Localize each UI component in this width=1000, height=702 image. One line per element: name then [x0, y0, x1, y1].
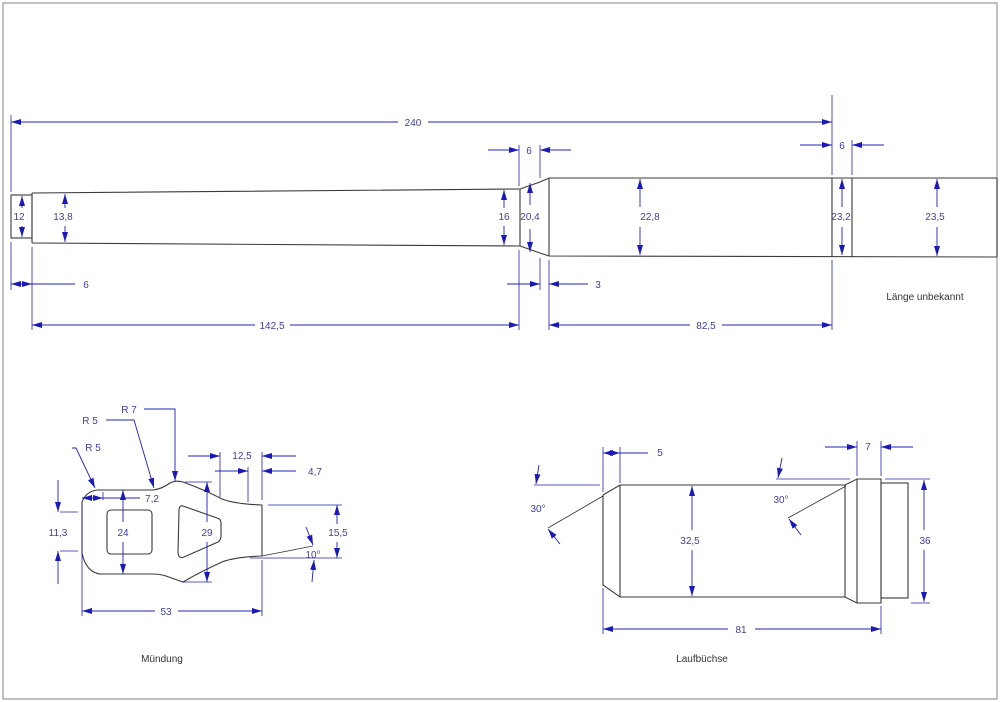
dim-muzzle-7-2: 7,2 [145, 494, 159, 505]
dim-stub-length: 6 [83, 280, 89, 291]
dim-muzzle-15-5: 15,5 [328, 528, 348, 539]
dim-muzzle-r5-upper: R 5 [82, 416, 98, 427]
liner-title: Laufbüchse [676, 654, 728, 665]
dim-muzzle-11-3: 11,3 [49, 528, 68, 539]
dim-ring-length: 6 [839, 141, 845, 152]
muzzle-trapezoid-hole [177, 505, 222, 558]
dim-stub-diameter: 12 [13, 212, 25, 223]
muzzle-outline [81, 480, 263, 583]
dim-cone-diameter: 20,4 [520, 212, 540, 223]
length-unknown-note: Länge unbekannt [886, 292, 964, 303]
muzzle-title: Mündung [141, 654, 183, 665]
dim-total-length: 240 [405, 118, 422, 129]
dim-taper-end-diameter: 16 [498, 212, 510, 223]
dim-muzzle-r7: R 7 [121, 405, 137, 416]
dim-start-diameter: 13,8 [53, 212, 73, 223]
dim-muzzle-12-5: 12,5 [232, 451, 252, 462]
dim-chamber-length: 82,5 [696, 321, 716, 332]
muzzle-square-hole [106, 509, 153, 555]
dim-liner-chamfer-length: 5 [657, 448, 663, 459]
dim-chamber-diameter: 22,8 [640, 212, 660, 223]
barrel-view: 240 6 6 12 13,8 16 20,4 22,8 23,2 23,5 [10, 95, 998, 332]
dim-muzzle-r5-lower: R 5 [85, 443, 101, 454]
dim-cone-length: 6 [526, 146, 532, 157]
liner-extension-lines [534, 441, 930, 634]
barrel-outline [10, 177, 998, 258]
dim-liner-angle-left: 30° [530, 504, 545, 515]
dim-liner-collar-length: 7 [865, 442, 871, 453]
dim-liner-body-diameter: 32,5 [680, 536, 700, 547]
liner-outline [602, 478, 909, 604]
dim-muzzle-29: 29 [201, 528, 213, 539]
dim-liner-angle-right: 30° [773, 495, 788, 506]
dim-ring-diameter: 23,2 [831, 212, 851, 223]
dim-liner-collar-diameter: 36 [919, 536, 931, 547]
dim-rear-diameter: 23,5 [925, 212, 945, 223]
dim-muzzle-4-7: 4,7 [308, 467, 322, 478]
muzzle-view: 11,3 24 29 15,5 53 12,5 4,7 7,2 R 5 [49, 405, 349, 665]
dim-step-length: 3 [595, 280, 601, 291]
dim-liner-length: 81 [735, 625, 747, 636]
liner-view: 5 7 30° 30° 32,5 36 81 Laufbüchse [530, 441, 931, 665]
dim-taper-length: 142,5 [259, 321, 284, 332]
dim-muzzle-53: 53 [160, 607, 172, 618]
dim-muzzle-angle: 10° [305, 550, 320, 561]
barrel-extension-lines [10, 95, 853, 330]
dim-muzzle-24: 24 [117, 528, 129, 539]
